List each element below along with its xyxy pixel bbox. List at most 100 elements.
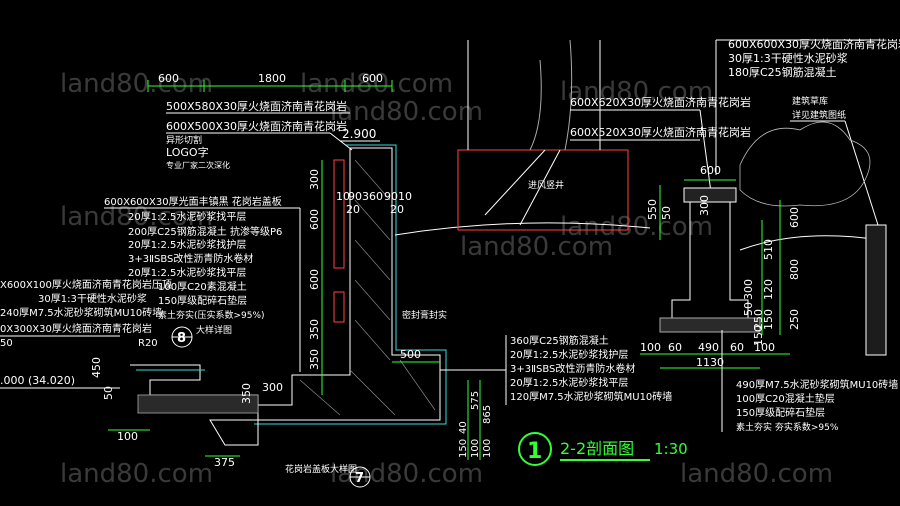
mid-vdim-4: 150: [458, 439, 469, 458]
title-circle: [518, 432, 552, 466]
rb-dim-1: 100: [640, 341, 661, 354]
watermarks: land80.com land80.com land80.com land80.…: [60, 69, 833, 489]
vent-label: 进风竖井: [528, 179, 564, 191]
wall-elevation: 2.900: [342, 127, 376, 141]
wall-dim-c: 360: [362, 190, 383, 203]
watermark-5: land80.com: [460, 232, 613, 262]
wall-note-3: 异形切割: [166, 134, 202, 146]
pier-top-dim: 600: [700, 164, 721, 177]
wall-note-4: LOGO字: [166, 145, 209, 159]
right-mid-2: 600X520X30厚火烧面济南青花岗岩: [570, 125, 751, 139]
wall-dim-e: 10: [398, 190, 412, 203]
callout-id-7: 7: [355, 471, 364, 486]
wall-note-5: 专业厂家二次深化: [166, 160, 230, 170]
logo-strip-upper: [333, 159, 345, 269]
wall-body: [257, 147, 441, 421]
left-edge-3: 240厚M7.5水泥砂浆砌筑MU10砖墙: [0, 306, 162, 319]
edge-foundation: [137, 394, 259, 414]
rb-dim-5: 100: [754, 341, 775, 354]
left-layer-notes: 600X600X30厚光面丰镇黑 花岗岩盖板 20厚1:2.5水泥砂浆找平层 2…: [104, 195, 301, 372]
watermark-7: land80.com: [330, 97, 483, 127]
rv-inner-4: 150: [752, 325, 765, 346]
right-layer-4: 素土夯实 夯实系数>95%: [736, 421, 839, 433]
mid-vdim-1: 575: [470, 391, 481, 410]
wall-dim-d: 90: [384, 190, 398, 203]
right-layer-1: 490厚M7.5水泥砂浆砌筑MU10砖墙: [736, 378, 898, 391]
wall-dim-f: 20: [346, 203, 360, 216]
rv-right-1: 600: [788, 207, 801, 228]
watermark-4: land80.com: [60, 202, 213, 232]
vdim-2: 600: [308, 209, 321, 230]
rv-right-2: 510: [762, 239, 775, 260]
wall-dim-b: 90: [348, 190, 362, 203]
rb-dim-3: 490: [698, 341, 719, 354]
tree-sketch: [739, 121, 871, 207]
mid-vdim-2: 865: [482, 405, 493, 424]
middle-layer-notes: 360厚C25钢筋混凝土 20厚1:2.5水泥砂浆找护层 3+3ⅡSBS改性沥青…: [440, 334, 672, 460]
right-top-3: 180厚C25钢筋混凝土: [728, 65, 837, 79]
rv-inner-2: 50: [742, 302, 755, 316]
rb-dim-6: 1130: [696, 356, 724, 369]
left-layer-9: 素土夯实(压实系数>95%): [158, 309, 265, 321]
wall-hatch: [299, 159, 436, 416]
rv-inner-3: 250: [752, 309, 765, 330]
ldim-50: 50: [102, 386, 115, 400]
right-top-1: 600X600X30厚火烧面济南青花岗岩: [728, 37, 900, 51]
mid-layer-5: 120厚M7.5水泥砂浆砌筑MU10砖墙: [510, 390, 672, 403]
ldim-100: 100: [117, 430, 138, 443]
ldim-375: 375: [214, 456, 235, 469]
left-edge-4: 0X300X30厚火烧面济南青花岗岩: [0, 322, 152, 335]
left-wall-section: 600 1800 600 500X580X30厚火烧面济南青花岗岩 600X50…: [0, 72, 447, 488]
right-pier-section: 600X600X30厚火烧面济南青花岗岩 30厚1:3干硬性水泥砂浆 180厚C…: [570, 37, 900, 433]
drawing-title: 1 2-2剖面图 1:30: [518, 432, 688, 466]
left-layer-7: 100厚C20素混凝土: [158, 280, 247, 293]
mid-layer-2: 20厚1:2.5水泥砂浆找护层: [510, 348, 628, 361]
left-layer-1: 600X600X30厚光面丰镇黑 花岗岩盖板: [104, 195, 282, 208]
mid-dim-500: 500: [400, 348, 421, 361]
pier-footing: [659, 317, 761, 333]
right-top-2: 30厚1:3干硬性水泥砂浆: [728, 51, 848, 65]
rv-left-1: 550: [646, 199, 659, 220]
mid-vdim-3: 40: [458, 421, 469, 434]
rb-dim-2: 60: [668, 341, 682, 354]
wall-note-2: 600X500X30厚火烧面济南青花岗岩: [166, 119, 347, 133]
logo-strip-lower: [333, 291, 345, 323]
rv-left-3: 300: [698, 195, 711, 216]
ldim-300: 300: [262, 381, 283, 394]
mid-layer-1: 360厚C25钢筋混凝土: [510, 334, 609, 347]
rb-dim-4: 60: [730, 341, 744, 354]
left-edge-6: .000 (34.020): [0, 374, 75, 387]
left-layer-6: 20厚1:2.5水泥砂浆找平层: [128, 266, 246, 279]
watermark-1: land80.com: [60, 69, 213, 99]
watermark-3: land80.com: [560, 77, 713, 107]
left-layer-3: 200厚C25钢筋混凝土 抗渗等级P6: [128, 225, 282, 238]
callout-id-8: 8: [177, 331, 186, 346]
left-edge-1: X600X100厚火烧面济南青花岗岩压顶: [0, 278, 172, 291]
watermark-10: land80.com: [680, 459, 833, 489]
left-layer-4: 20厚1:2.5水泥砂浆找护层: [128, 238, 246, 251]
left-layer-2: 20厚1:2.5水泥砂浆找平层: [128, 210, 246, 223]
wall-dim-g: 20: [390, 203, 404, 216]
title-scale: 1:30: [654, 440, 688, 458]
title-number: 1: [527, 439, 542, 464]
rv-right-6: 150: [762, 309, 775, 330]
top-dim-2: 1800: [258, 72, 286, 85]
mid-layer-3: 3+3ⅡSBS改性沥青防水卷材: [510, 362, 635, 375]
vent-shaft: 进风竖井: [394, 39, 881, 251]
ldim-350: 350: [240, 383, 253, 404]
vdim-1: 300: [308, 169, 321, 190]
left-layer-5: 3+3ⅡSBS改性沥青防水卷材: [128, 252, 253, 265]
top-dim-3: 600: [362, 72, 383, 85]
left-layer-8: 150厚级配碎石垫层: [158, 294, 247, 307]
rv-left-2: 50: [660, 206, 673, 220]
callout-label-7: 花岗岩盖板大样图: [285, 463, 357, 475]
rv-right-3: 800: [788, 259, 801, 280]
ldim-450: 450: [90, 357, 103, 378]
title-name: 2-2剖面图: [560, 439, 634, 458]
right-layer-3: 150厚级配碎石垫层: [736, 406, 825, 419]
rv-right-5: 250: [788, 309, 801, 330]
vdim-3: 600: [308, 269, 321, 290]
building-note-2: 详见建筑图纸: [792, 109, 846, 121]
vdim-4: 350: [308, 319, 321, 340]
